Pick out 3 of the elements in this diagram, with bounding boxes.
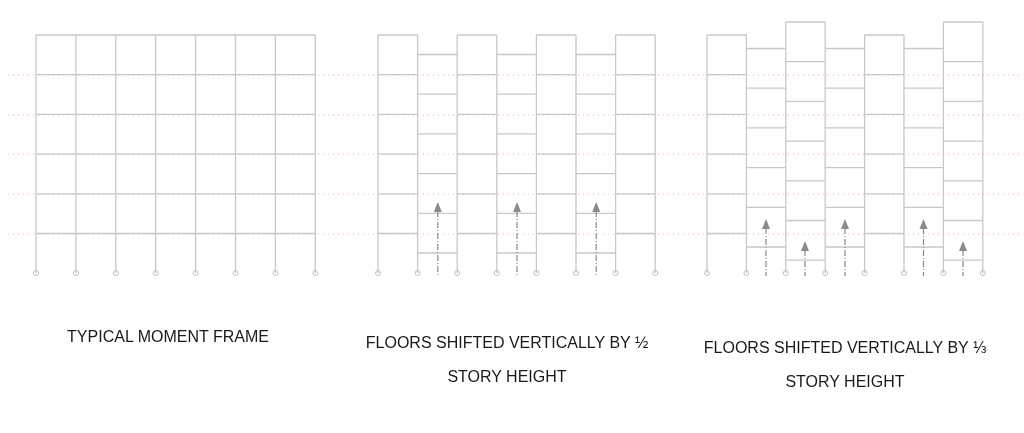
caption: FLOORS SHIFTED VERTICALLY BY ⅓ STORY HEIGHT [702,338,988,392]
caption: TYPICAL MOMENT FRAME [66,327,270,347]
caption: FLOORS SHIFTED VERTICALLY BY ½ STORY HEIGHT [364,333,650,387]
